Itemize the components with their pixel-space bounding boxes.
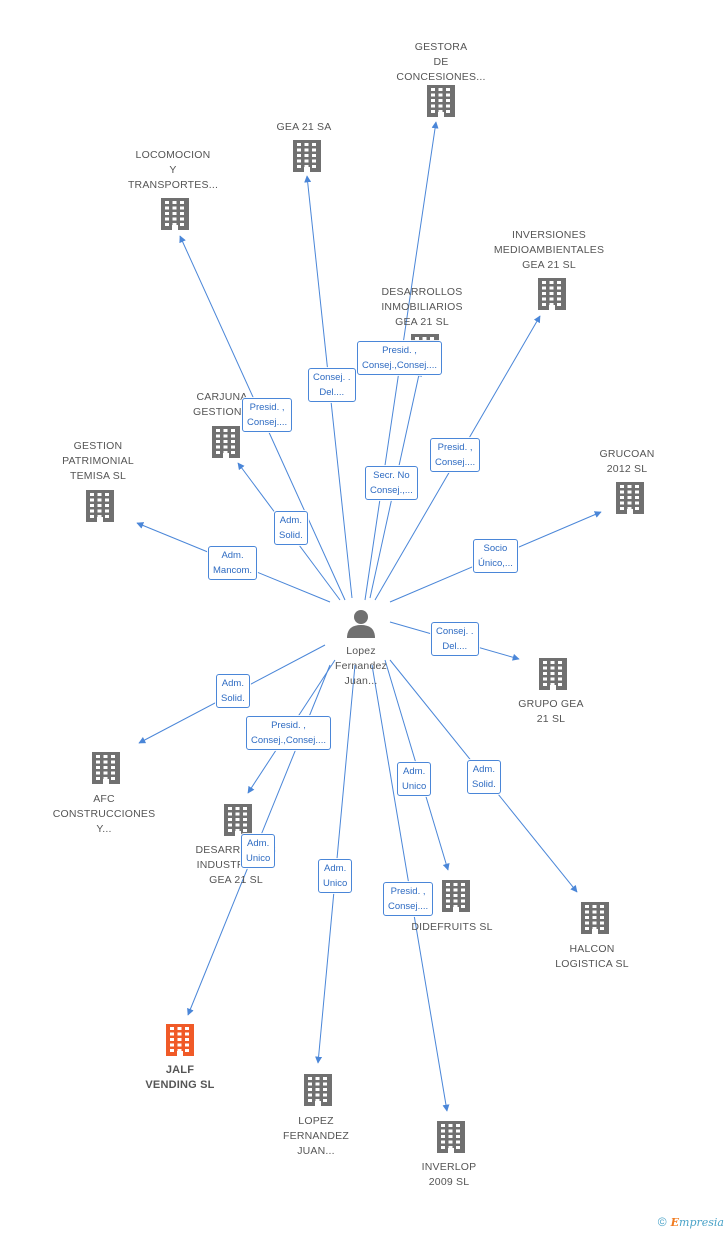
building-icon-lopez_fernandez[interactable] bbox=[304, 1074, 332, 1106]
building-icon-didefruits[interactable] bbox=[442, 880, 470, 912]
building-icon-grucoan[interactable] bbox=[616, 482, 644, 514]
building-icon-desarrollos_ind[interactable] bbox=[224, 804, 252, 836]
brand-logo-text: mpresia bbox=[679, 1216, 724, 1229]
node-label-inversiones[interactable]: INVERSIONES MEDIOAMBIENTALES GEA 21 SL bbox=[493, 229, 605, 271]
node-label-desarrollos_ind[interactable]: DESARROLLOS INDUSTRIALES GEA 21 SL bbox=[195, 844, 277, 886]
node-label-desarrollos_inmo[interactable]: DESARROLLOS INMOBILIARIOS GEA 21 SL bbox=[381, 286, 463, 328]
node-label-gestora[interactable]: GESTORA DE CONCESIONES... bbox=[396, 41, 486, 83]
edge-label-desarrollos_ind[interactable]: Presid. , Consej.,Consej.... bbox=[246, 716, 331, 750]
building-icon-gestion_patrimonial[interactable] bbox=[86, 490, 114, 522]
edge-label-grupo_gea[interactable]: Consej. . Del.... bbox=[431, 622, 479, 656]
person-icon[interactable] bbox=[347, 610, 375, 638]
building-icon-halcon[interactable] bbox=[581, 902, 609, 934]
edge-label-afc[interactable]: Adm. Solid. bbox=[216, 674, 250, 708]
node-label-gea21sa[interactable]: GEA 21 SA bbox=[276, 121, 332, 133]
node-label-inverlop[interactable]: INVERLOP 2009 SL bbox=[421, 1161, 477, 1188]
edge-label-lopez_fernandez[interactable]: Adm. Unico bbox=[318, 859, 353, 893]
node-label-grucoan[interactable]: GRUCOAN 2012 SL bbox=[599, 448, 655, 475]
edge-label-carjuna_solid[interactable]: Adm. Solid. bbox=[274, 511, 308, 545]
building-icon-carjuna[interactable] bbox=[212, 426, 240, 458]
edge-label-jalf[interactable]: Adm. Unico bbox=[241, 834, 276, 868]
building-icon-afc[interactable] bbox=[92, 752, 120, 784]
center-person-label[interactable]: Lopez Fernandez Juan... bbox=[335, 645, 387, 687]
building-icon-grupo_gea[interactable] bbox=[539, 658, 567, 690]
building-icon-jalf[interactable] bbox=[166, 1024, 194, 1056]
nodes-layer bbox=[86, 85, 644, 1153]
copyright-symbol: © bbox=[657, 1215, 667, 1229]
node-label-locomocion[interactable]: LOCOMOCION Y TRANSPORTES... bbox=[127, 149, 219, 191]
edge-label-didefruits[interactable]: Adm. Unico bbox=[397, 762, 432, 796]
edge-label-halcon[interactable]: Adm. Solid. bbox=[467, 760, 501, 794]
node-label-afc[interactable]: AFC CONSTRUCCIONES Y... bbox=[52, 793, 156, 835]
node-label-didefruits[interactable]: DIDEFRUITS SL bbox=[411, 921, 493, 933]
node-label-halcon[interactable]: HALCON LOGISTICA SL bbox=[555, 943, 629, 970]
edge-label-grucoan[interactable]: Socio Único,... bbox=[473, 539, 518, 573]
footer-brand: ©Empresia bbox=[658, 1215, 724, 1229]
building-icon-inverlop[interactable] bbox=[437, 1121, 465, 1153]
brand-logo-e: E bbox=[670, 1216, 680, 1229]
edge-label-gea21sa[interactable]: Consej. . Del.... bbox=[308, 368, 356, 402]
edge-label-inverlop[interactable]: Presid. , Consej.... bbox=[383, 882, 434, 916]
building-icon-inversiones[interactable] bbox=[538, 278, 566, 310]
node-label-lopez_fernandez[interactable]: LOPEZ FERNANDEZ JUAN... bbox=[283, 1115, 349, 1157]
node-label-gestion_patrimonial[interactable]: GESTION PATRIMONIAL TEMISA SL bbox=[62, 440, 134, 482]
node-label-carjuna[interactable]: CARJUNA GESTION... bbox=[192, 391, 251, 418]
edge-label-gestion_patrimonial[interactable]: Adm. Mancom. bbox=[208, 546, 258, 580]
edge-label-inversiones[interactable]: Presid. , Consej.... bbox=[430, 438, 481, 472]
edge-label-desarrollos_inmo[interactable]: Secr. No Consej.,... bbox=[365, 466, 418, 500]
edge-label-gestora[interactable]: Presid. , Consej.,Consej.... bbox=[357, 341, 442, 375]
building-icon-gestora[interactable] bbox=[427, 85, 455, 117]
building-icon-gea21sa[interactable] bbox=[293, 140, 321, 172]
node-label-jalf[interactable]: JALF VENDING SL bbox=[145, 1064, 215, 1091]
building-icon-locomocion[interactable] bbox=[161, 198, 189, 230]
edge-label-carjuna[interactable]: Presid. , Consej.... bbox=[242, 398, 293, 432]
node-label-grupo_gea[interactable]: GRUPO GEA 21 SL bbox=[518, 698, 584, 725]
